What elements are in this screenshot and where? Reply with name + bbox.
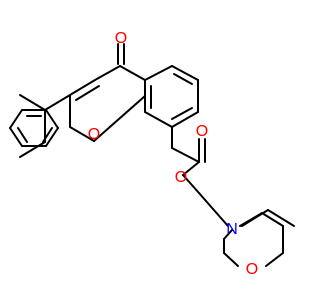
bond-layer xyxy=(9,43,295,267)
bond-o1-c8a xyxy=(69,126,95,142)
bond-morph-b xyxy=(261,212,284,227)
bond-phenyl-3 xyxy=(9,127,23,147)
bond-phenyl-double-2 xyxy=(17,127,28,143)
bond-c3-c2 xyxy=(69,79,96,96)
bond-c4-c4a xyxy=(119,65,146,81)
bond-c4-c3 xyxy=(94,65,121,81)
bond-phenyl-2 xyxy=(9,109,23,129)
atom-labels: O O O O N O xyxy=(88,30,258,278)
chemical-structure: O O O O N O xyxy=(9,30,295,278)
bond-morph-e xyxy=(223,252,239,267)
atom-oxygen-ester-carbonyl: O xyxy=(196,123,208,140)
bond-c8a-c4a xyxy=(93,95,146,142)
atom-oxygen-ketone: O xyxy=(115,30,127,47)
bond-ch2-n xyxy=(212,208,229,227)
bond-ph1 xyxy=(19,94,46,111)
atom-oxygen-morpholine: O xyxy=(246,261,258,278)
atom-nitrogen: N xyxy=(226,221,238,238)
bond-phenyl-double-3 xyxy=(42,127,53,143)
bond-phenyl-5 xyxy=(45,127,59,147)
bond-morph-d xyxy=(265,252,284,267)
bond-morph-a xyxy=(239,212,263,227)
bond-c5-c6-double xyxy=(173,73,193,85)
bond-ester-c-o2 xyxy=(182,161,200,176)
bond-c7-c8-double xyxy=(171,107,193,120)
bond-c2-phenyl xyxy=(44,94,71,111)
atom-oxygen-ring: O xyxy=(88,126,100,143)
bond-c3-c2-double xyxy=(75,85,100,101)
structure-diagram: O O O O N O xyxy=(9,30,295,279)
bond-o-ch2 xyxy=(182,174,200,194)
bond-phenyl-6 xyxy=(45,109,59,129)
bond-c7-c8 xyxy=(171,111,199,128)
bond-ch2-ester-c xyxy=(171,147,200,163)
bond-c5-c6 xyxy=(171,65,199,81)
bond-ph4 xyxy=(19,141,46,158)
bond-ch2-ch2 xyxy=(198,192,214,210)
bond-c4a-c5 xyxy=(144,65,173,81)
bond-c1-c2 xyxy=(267,209,295,227)
bond-morph-f-link xyxy=(223,229,233,240)
bond-c8-c8a xyxy=(144,111,173,128)
atom-oxygen-ester: O xyxy=(175,169,187,186)
